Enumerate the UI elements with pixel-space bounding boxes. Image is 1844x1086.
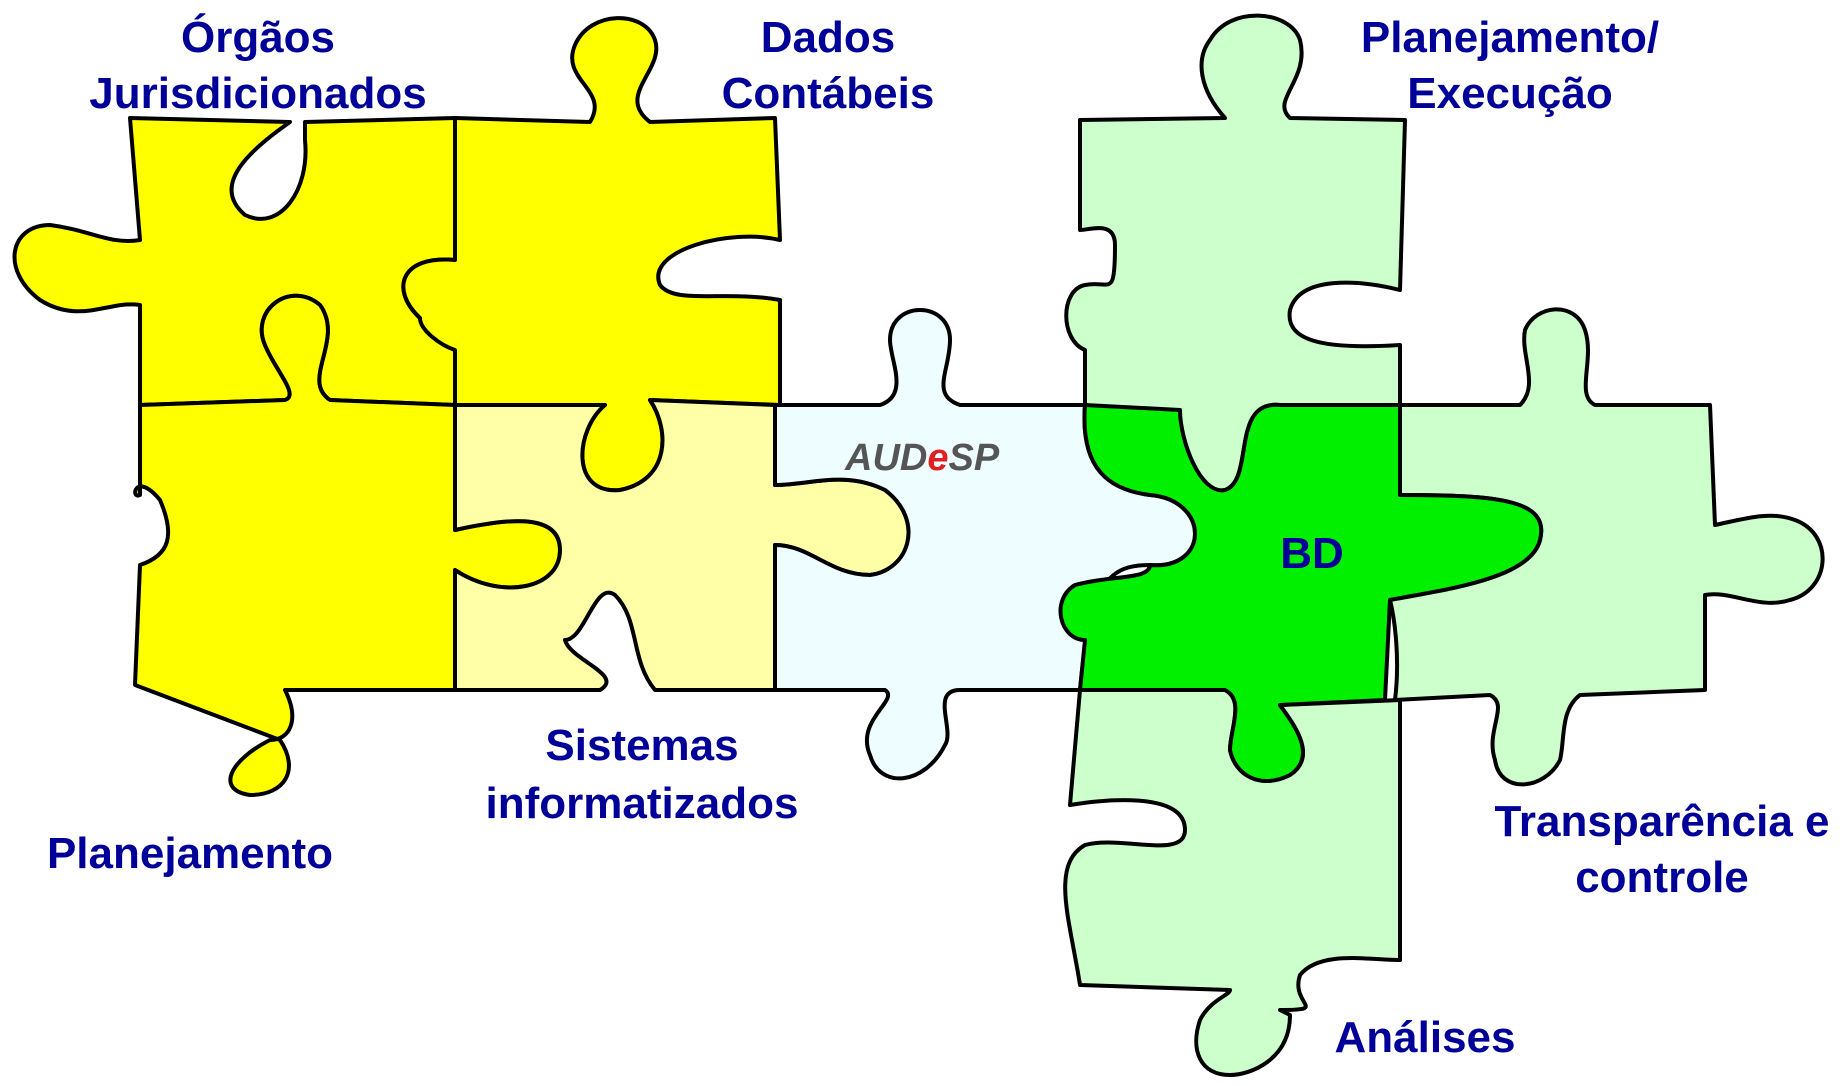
label-transparencia-line1: Transparência e [1494, 797, 1829, 846]
label-dados-line2: Contábeis [722, 69, 935, 118]
piece-orgaos-jurisdicionados [12, 116, 457, 407]
label-planejamento: Planejamento [47, 829, 333, 878]
label-orgaos-line1: Órgãos [181, 12, 335, 62]
label-sistemas-line2: informatizados [486, 779, 799, 828]
label-dados-line1: Dados [761, 13, 895, 62]
label-planejamento-execucao-line1: Planejamento/ [1361, 13, 1659, 62]
piece-dados-contabeis [401, 16, 782, 493]
label-transparencia-line2: controle [1575, 853, 1749, 902]
audesp-logo: AUDeSP [844, 437, 1000, 479]
label-planejamento-execucao-line2: Execução [1407, 69, 1612, 118]
audesp-logo-part2: SP [948, 437, 999, 479]
audesp-logo-part1: AUD [844, 437, 927, 479]
label-orgaos-line2: Jurisdicionados [89, 69, 426, 118]
piece-bd [1058, 402, 1544, 783]
label-bd: BD [1280, 529, 1344, 578]
piece-planejamento-execucao [1064, 13, 1407, 493]
audesp-logo-e: e [927, 437, 948, 479]
label-sistemas-line1: Sistemas [545, 721, 738, 770]
label-analises: Análises [1335, 1013, 1516, 1062]
